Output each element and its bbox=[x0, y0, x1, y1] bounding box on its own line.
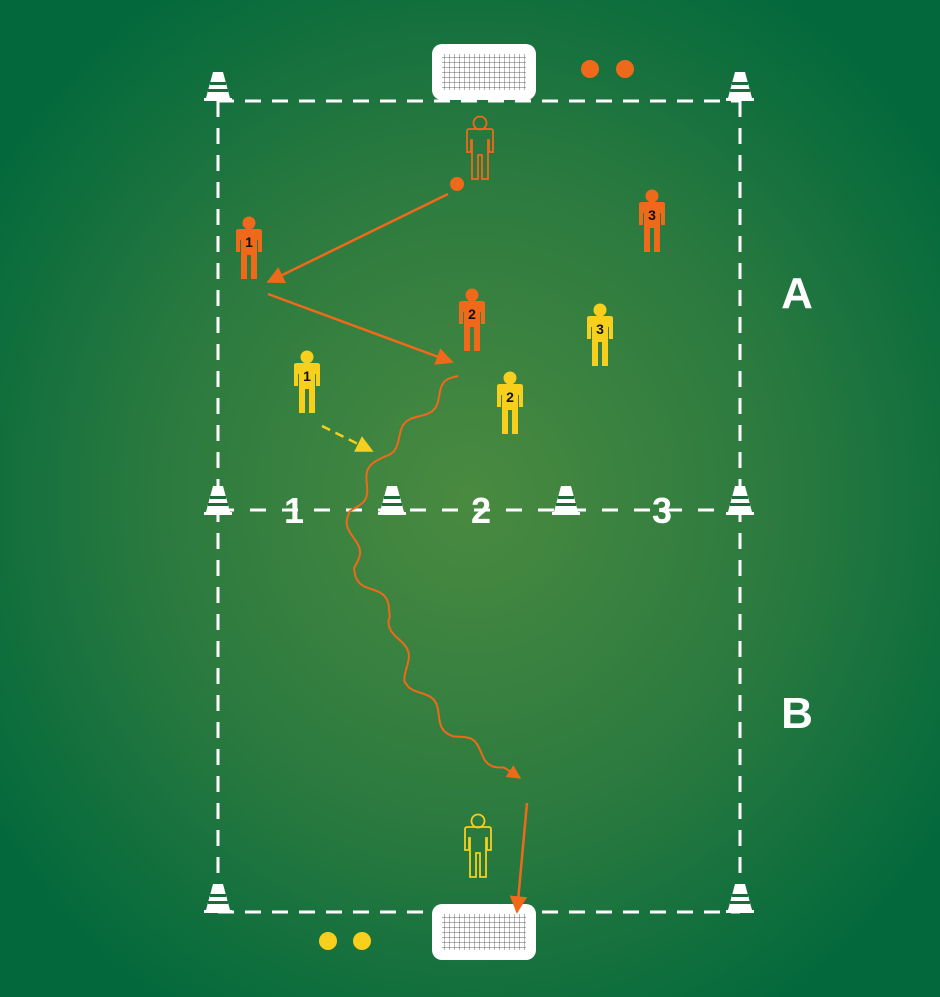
yellow-ball bbox=[353, 932, 371, 950]
zone-label-b: B bbox=[781, 689, 813, 738]
lane-label-1: 1 bbox=[284, 490, 304, 531]
bottom-goal bbox=[432, 904, 536, 960]
orange-ball bbox=[616, 60, 634, 78]
player-number: 1 bbox=[245, 234, 253, 250]
zone-label-a: A bbox=[781, 269, 813, 318]
orange-ball bbox=[581, 60, 599, 78]
player-number: 3 bbox=[596, 321, 604, 337]
player-number: 1 bbox=[303, 368, 311, 384]
lane-label-2: 2 bbox=[471, 490, 491, 531]
ball-at-goalkeeper bbox=[450, 177, 464, 191]
top-goal bbox=[432, 44, 536, 100]
player-number: 3 bbox=[648, 207, 656, 223]
player-number: 2 bbox=[506, 389, 514, 405]
lane-label-3: 3 bbox=[652, 490, 672, 531]
player-number: 2 bbox=[468, 306, 476, 322]
yellow-ball bbox=[319, 932, 337, 950]
